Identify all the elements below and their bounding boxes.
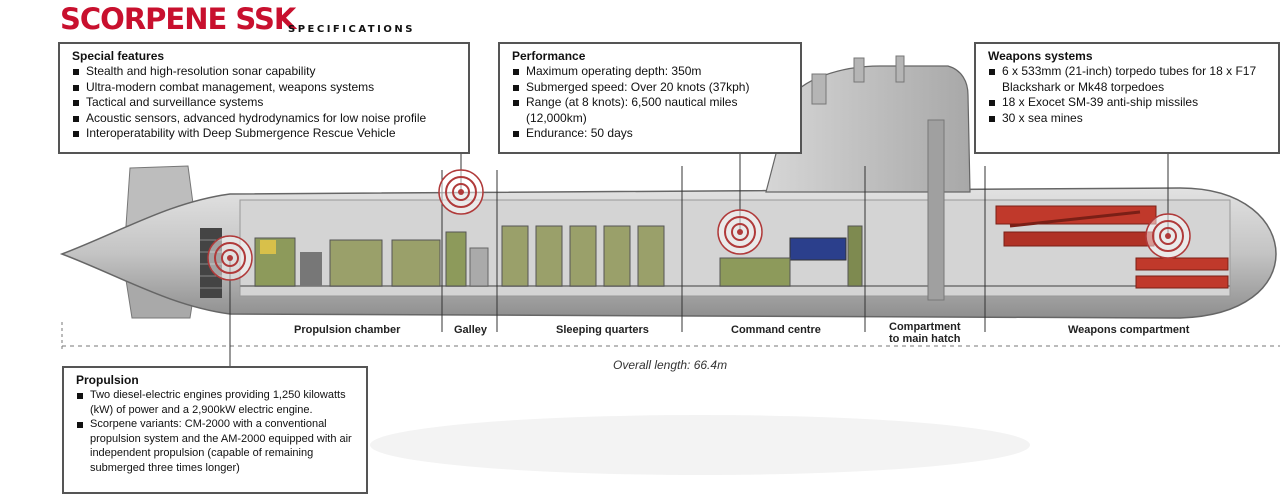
page-subtitle: SPECIFICATIONS <box>288 24 415 35</box>
periscope-mast <box>811 73 827 105</box>
section-label-compartment-to-main-hatch: Compartment to main hatch <box>889 321 961 345</box>
performance-box: Performance Maximum operating depth: 350… <box>498 42 802 154</box>
section-label-propulsion-chamber: Propulsion chamber <box>294 324 401 336</box>
weapons-systems-box: Weapons systems 6 x 533mm (21-inch) torp… <box>974 42 1280 154</box>
callout-target-performance <box>717 209 763 255</box>
callout-target-weapons <box>1145 213 1191 259</box>
performance-title: Performance <box>512 49 586 63</box>
section-label-galley: Galley <box>454 324 488 336</box>
section-label-weapons-compartment: Weapons compartment <box>1068 324 1190 336</box>
page-title: SCORPENE SSK <box>60 2 296 36</box>
torpedo-strut <box>1009 210 1141 228</box>
torpedo-rack <box>1135 257 1229 271</box>
hull-shadow <box>370 415 1030 475</box>
list-item: Endurance: 50 days <box>512 126 790 142</box>
list-item: Two diesel-electric engines providing 1,… <box>76 388 356 417</box>
propulsion-box: Propulsion Two diesel-electric engines p… <box>62 366 368 494</box>
list-item: Ultra-modern combat management, weapons … <box>72 80 458 96</box>
callout-target-special-features <box>438 169 484 215</box>
list-item: 18 x Exocet SM-39 anti-ship missiles <box>988 95 1268 111</box>
list-item: Submerged speed: Over 20 knots (37kph) <box>512 80 790 96</box>
antenna-mast <box>895 55 905 83</box>
bunk-stack <box>501 225 529 287</box>
bunk-stack <box>569 225 597 287</box>
propulsion-title: Propulsion <box>76 373 139 387</box>
sonar-cabinet <box>847 225 863 287</box>
bunk-stack <box>603 225 631 287</box>
section-label-sleeping-quarters: Sleeping quarters <box>556 324 649 336</box>
list-item: Stealth and high-resolution sonar capabi… <box>72 64 458 80</box>
performance-list: Maximum operating depth: 350m Submerged … <box>512 64 790 142</box>
list-item: Interoperatability with Deep Submergence… <box>72 126 458 142</box>
list-item: 6 x 533mm (21-inch) torpedo tubes for 18… <box>988 64 1268 95</box>
overall-length-label: Overall length: 66.4m <box>613 358 728 372</box>
command-desk <box>719 257 791 287</box>
list-item: Maximum operating depth: 350m <box>512 64 790 80</box>
torpedo-rack <box>995 205 1157 225</box>
weapons-systems-title: Weapons systems <box>988 49 1093 63</box>
galley-unit <box>445 231 467 287</box>
galley-counter <box>469 247 489 287</box>
list-item: Range (at 8 knots): 6,500 nautical miles… <box>512 95 790 126</box>
propulsion-list: Two diesel-electric engines providing 1,… <box>76 388 356 475</box>
bunk-stack <box>637 225 665 287</box>
special-features-list: Stealth and high-resolution sonar capabi… <box>72 64 458 142</box>
compartment-label-line2: to main hatch <box>889 333 961 345</box>
callout-target-propulsion <box>207 235 253 281</box>
list-item: 30 x sea mines <box>988 111 1268 127</box>
motor-unit <box>300 252 322 286</box>
engine-block <box>329 239 383 287</box>
engine-block <box>391 239 441 287</box>
bunk-stack <box>535 225 563 287</box>
special-features-box: Special features Stealth and high-resolu… <box>58 42 470 154</box>
control-panel <box>260 240 276 254</box>
weapons-systems-list: 6 x 533mm (21-inch) torpedo tubes for 18… <box>988 64 1268 126</box>
special-features-title: Special features <box>72 49 165 63</box>
hatch-tube <box>927 119 945 301</box>
list-item: Tactical and surveillance systems <box>72 95 458 111</box>
list-item: Scorpene variants: CM-2000 with a conven… <box>76 417 356 475</box>
list-item: Acoustic sensors, advanced hydrodynamics… <box>72 111 458 127</box>
torpedo-rack <box>1003 231 1155 247</box>
command-console <box>789 237 847 261</box>
section-label-command-centre: Command centre <box>731 324 821 336</box>
compartment-label-line1: Compartment <box>889 321 961 333</box>
torpedo-rack <box>1135 275 1229 289</box>
snorkel-mast <box>853 57 865 83</box>
